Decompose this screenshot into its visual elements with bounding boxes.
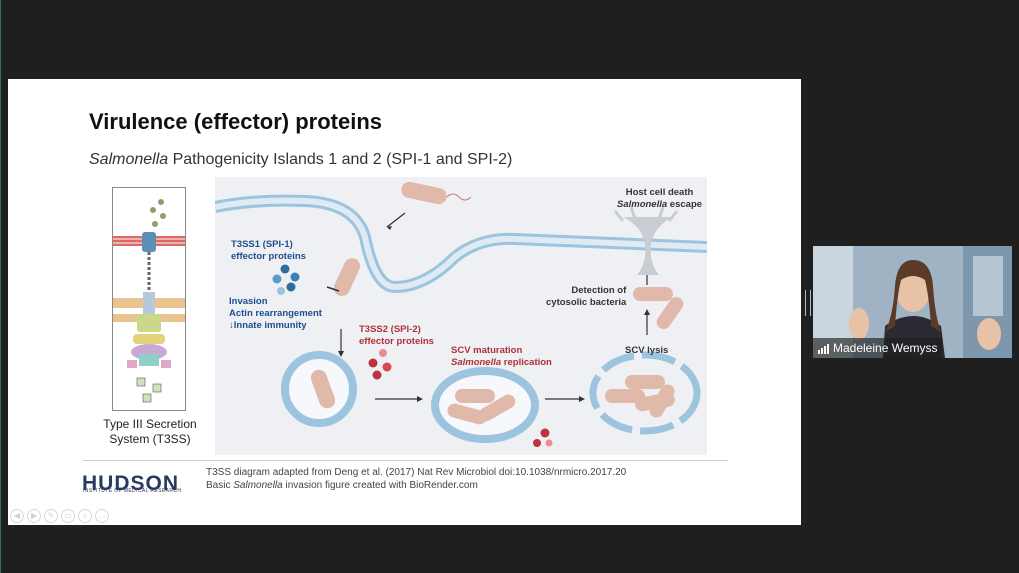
t3ss2-line1: T3SS2 (SPI-2) (359, 324, 421, 335)
slide-subtitle: Salmonella Pathogenicity Islands 1 and 2… (89, 151, 512, 169)
citation-line2-italic: Salmonella (233, 479, 283, 491)
panel-splitter-handle[interactable] (805, 290, 811, 316)
t3ss2-label: T3SS2 (SPI-2) effector proteins (359, 324, 434, 348)
citation-line2-pre: Basic (206, 479, 234, 491)
slide-nav-toolbar: ◀ ▶ ✎ ▭ ⌕ … (10, 509, 109, 523)
subtitle-rest: Pathogenicity Islands 1 and 2 (SPI-1 and… (168, 151, 513, 168)
invasion-diagram: Host cell death Salmonella escape T3SS1 … (215, 177, 707, 455)
citation-line2-post: invasion figure created with BioRender.c… (282, 479, 478, 491)
scv-maturation-label: SCV maturation Salmonella replication (451, 345, 552, 369)
host-death-escape: escape (667, 199, 703, 210)
t3ss1-label: T3SS1 (SPI-1) effector proteins (231, 239, 306, 263)
participant-name-tag: Madeleine Wemyss (813, 338, 943, 358)
detection-line2: cytosolic bacteria (546, 297, 627, 308)
host-death-line1: Host cell death (625, 187, 694, 198)
scv-maturation-line1: SCV maturation (451, 345, 523, 356)
scv-maturation-line2: Salmonella replication (451, 357, 552, 369)
replication-rest: replication (501, 357, 552, 368)
invasion-label: Invasion Actin rearrangement ↓Innate imm… (229, 296, 322, 332)
footer-divider (83, 460, 728, 461)
participant-name: Madeleine Wemyss (833, 341, 938, 355)
hudson-logo-subtitle: INSTITUTE OF MEDICAL RESEARCH (83, 488, 182, 494)
replication-italic: Salmonella (451, 357, 502, 368)
signal-bars-icon (818, 343, 829, 354)
hudson-logo: HUDSON (82, 472, 180, 495)
next-icon[interactable]: ▶ (27, 509, 41, 523)
t3ss-caption: Type III Secretion System (T3SS) (96, 417, 204, 447)
invasion-line1: Invasion (229, 296, 268, 307)
t3ss-caption-line1: Type III Secretion (103, 417, 197, 431)
host-death-italic: Salmonella (617, 199, 668, 210)
presentation-slide: Virulence (effector) proteins Salmonella… (8, 79, 801, 525)
pen-icon[interactable]: ✎ (44, 509, 58, 523)
detection-label: Detection of cytosolic bacteria (546, 285, 626, 309)
slide-title: Virulence (effector) proteins (89, 109, 382, 134)
t3ss-caption-line2: System (T3SS) (109, 432, 191, 446)
citation: T3SS diagram adapted from Deng et al. (2… (206, 467, 626, 492)
screen-icon[interactable]: ▭ (61, 509, 75, 523)
host-death-label: Host cell death Salmonella escape (617, 187, 702, 211)
t3ss1-line2: effector proteins (231, 251, 306, 262)
t3ss-illustration (113, 199, 185, 403)
subtitle-italic: Salmonella (89, 151, 169, 168)
prev-icon[interactable]: ◀ (10, 509, 24, 523)
window-edge (0, 0, 1, 573)
invasion-line2: Actin rearrangement (229, 308, 322, 319)
scv-lysis-label: SCV lysis (625, 345, 669, 356)
t3ss-diagram (112, 187, 186, 411)
host-death-line2: Salmonella escape (617, 199, 702, 211)
t3ss2-line2: effector proteins (359, 336, 434, 347)
more-icon[interactable]: … (95, 509, 109, 523)
invasion-illustration (215, 181, 707, 447)
detection-line1: Detection of (571, 285, 627, 296)
zoom-icon[interactable]: ⌕ (78, 509, 92, 523)
citation-line2: Basic Salmonella invasion figure created… (206, 480, 626, 493)
invasion-line3: ↓Innate immunity (229, 320, 307, 331)
citation-line1: T3SS diagram adapted from Deng et al. (2… (206, 467, 627, 478)
t3ss1-line1: T3SS1 (SPI-1) (231, 239, 293, 250)
